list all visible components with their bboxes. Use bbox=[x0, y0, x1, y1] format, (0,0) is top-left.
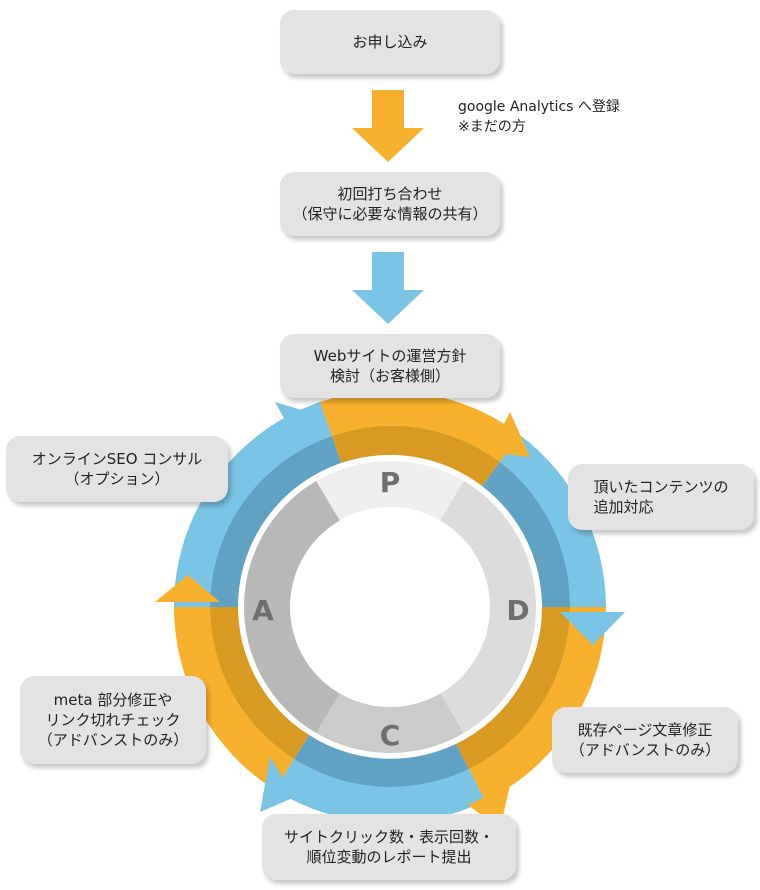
step-policy: Webサイトの運営方針 検討（お客様側） bbox=[280, 334, 500, 398]
step-policy-line1: Webサイトの運営方針 bbox=[313, 347, 467, 365]
step-policy-line2: 検討（お客様側） bbox=[329, 367, 450, 385]
cycle-arrowhead-bottom-left bbox=[260, 757, 295, 812]
task-seo-consult-line2: （オプション） bbox=[64, 470, 170, 488]
task-report-line1: サイトクリック数・表示回数・ bbox=[283, 828, 494, 846]
task-report: サイトクリック数・表示回数・ 順位変動のレポート提出 bbox=[262, 814, 516, 880]
down-arrow-orange bbox=[352, 90, 424, 162]
task-meta-fix: meta 部分修正や リンク切れチェック （アドバンストのみ） bbox=[20, 676, 206, 764]
cycle-arrowhead-left bbox=[155, 575, 220, 602]
task-page-edit-line1: 既存ページ文章修正 bbox=[577, 721, 713, 739]
step-apply: お申し込み bbox=[280, 10, 500, 74]
down-arrow-blue bbox=[352, 252, 424, 324]
task-meta-fix-line1: meta 部分修正や bbox=[53, 691, 173, 709]
task-page-edit: 既存ページ文章修正 （アドバンストのみ） bbox=[552, 707, 738, 773]
pdca-letter-a: A bbox=[252, 594, 274, 627]
cycle-arrowhead-top-left bbox=[275, 402, 325, 447]
step-meeting-line2: （保守に必要な情報の共有） bbox=[292, 205, 488, 223]
pdca-letter-d: D bbox=[506, 594, 529, 627]
task-seo-consult-line1: オンラインSEO コンサル bbox=[31, 450, 203, 468]
ring-seg-bottom-blue bbox=[275, 759, 485, 824]
step-apply-line1: お申し込み bbox=[352, 33, 428, 51]
step-meeting-line1: 初回打ち合わせ bbox=[337, 185, 443, 203]
pdca-seg-c bbox=[315, 693, 465, 756]
task-page-edit-line2: （アドバンストのみ） bbox=[569, 741, 721, 759]
task-report-line2: 順位変動のレポート提出 bbox=[306, 848, 472, 866]
cycle-arrowhead-right bbox=[560, 612, 625, 645]
pdca-letter-p: P bbox=[380, 466, 401, 499]
pdca-seg-p bbox=[315, 458, 465, 521]
analytics-note-line1: google Analytics へ登録 bbox=[458, 99, 620, 115]
ring-seg-top-orange bbox=[320, 390, 520, 462]
pdca-letter-c: C bbox=[380, 719, 401, 752]
task-meta-fix-line2: リンク切れチェック bbox=[45, 711, 181, 729]
step-meeting: 初回打ち合わせ （保守に必要な情報の共有） bbox=[280, 172, 500, 236]
ring-seg-right-orange bbox=[469, 607, 606, 801]
ring-seg-left-orange bbox=[173, 607, 294, 790]
ring-seg-right-blue bbox=[500, 435, 606, 607]
task-content-add: 頂いたコンテンツの 追加対応 bbox=[568, 464, 754, 530]
analytics-note-line2: ※まだの方 bbox=[458, 119, 526, 135]
task-content-add-line2: 追加対応 bbox=[593, 498, 654, 516]
task-content-add-line1: 頂いたコンテンツの bbox=[593, 478, 729, 496]
task-seo-consult: オンラインSEO コンサル （オプション） bbox=[6, 436, 228, 502]
task-meta-fix-line3: （アドバンストのみ） bbox=[37, 731, 189, 749]
outer-cycle-ring bbox=[155, 390, 625, 829]
cycle-arrowhead-top-right bbox=[490, 412, 530, 457]
analytics-note: google Analytics へ登録 ※まだの方 bbox=[458, 97, 620, 137]
ring-seg-left-blue bbox=[173, 402, 332, 607]
